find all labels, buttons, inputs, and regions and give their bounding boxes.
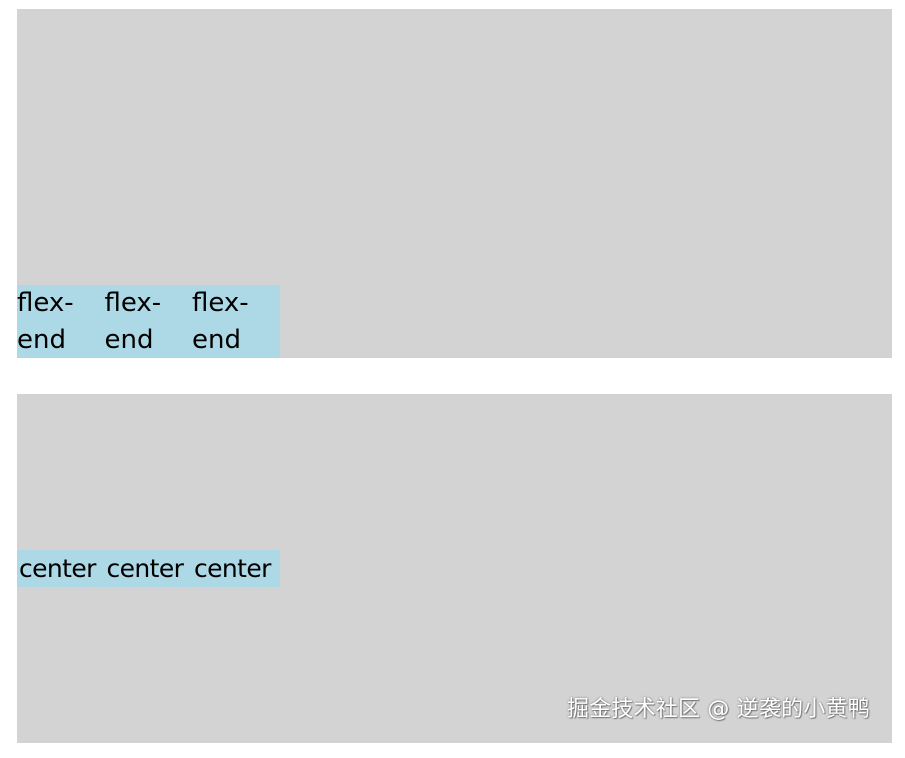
flex-item: center — [192, 550, 280, 587]
flex-item: center — [17, 550, 105, 587]
flex-item: flex-end — [192, 285, 280, 358]
flex-end-demo-container: flex-end flex-end flex-end — [17, 9, 892, 358]
center-demo-container: center center center 掘金技术社区 @ 逆袭的小黄鸭 — [17, 394, 892, 743]
watermark: 掘金技术社区 @ 逆袭的小黄鸭 — [567, 697, 870, 722]
flex-item: flex-end — [104, 285, 192, 358]
flex-item: center — [104, 550, 192, 587]
flex-item: flex-end — [17, 285, 105, 358]
